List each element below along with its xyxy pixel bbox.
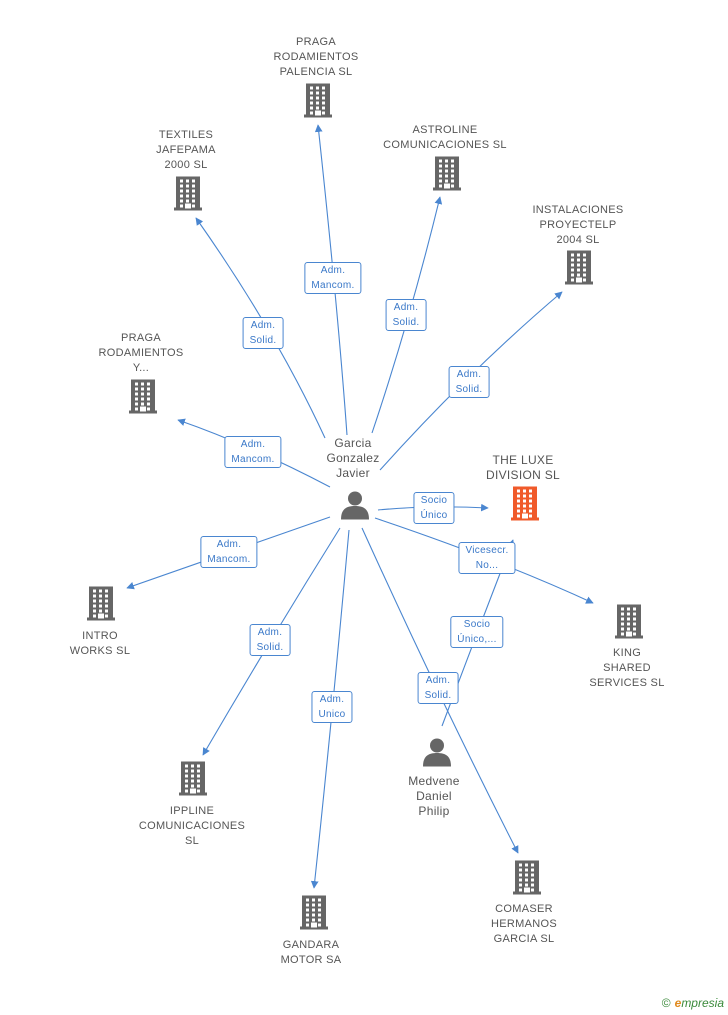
building-icon[interactable] bbox=[179, 761, 207, 801]
node-label-praga_palencia[interactable]: PRAGA RODAMIENTOS PALENCIA SL bbox=[273, 36, 359, 78]
edge-label-center-gandara[interactable]: Adm. Unico bbox=[311, 691, 353, 723]
edge-label-center-instalaciones[interactable]: Adm. Solid. bbox=[448, 366, 490, 398]
building-icon[interactable] bbox=[87, 586, 115, 626]
node-label-gandara[interactable]: GANDARA MOTOR SA bbox=[280, 939, 342, 966]
building-icon[interactable] bbox=[511, 486, 539, 526]
edge-label-center-astroline[interactable]: Adm. Solid. bbox=[385, 299, 427, 331]
node-label-instalaciones[interactable]: INSTALACIONES PROYECTELP 2004 SL bbox=[532, 204, 624, 246]
node-label-textiles[interactable]: TEXTILES JAFEPAMA 2000 SL bbox=[156, 129, 216, 171]
node-label-astroline[interactable]: ASTROLINE COMUNICACIONES SL bbox=[383, 124, 507, 151]
person-icon[interactable] bbox=[340, 490, 370, 525]
building-icon[interactable] bbox=[300, 895, 328, 935]
node-label-king[interactable]: KING SHARED SERVICES SL bbox=[589, 647, 665, 689]
edge-label-center-praga_palencia[interactable]: Adm. Mancom. bbox=[304, 262, 362, 294]
edge-label-center-king[interactable]: Vicesecr. No... bbox=[458, 542, 516, 574]
brand-logo-text: mpresia bbox=[681, 996, 724, 1010]
node-label-ippline[interactable]: IPPLINE COMUNICACIONES SL bbox=[138, 805, 246, 847]
node-label-center[interactable]: Garcia Gonzalez Javier bbox=[326, 436, 380, 480]
edge-center-praga_palencia bbox=[314, 124, 348, 436]
brand-footer: ©empresia bbox=[662, 996, 724, 1010]
building-icon[interactable] bbox=[565, 250, 593, 290]
copyright-symbol: © bbox=[661, 996, 671, 1010]
edge-label-medvene-luxe[interactable]: Socio Único,... bbox=[450, 616, 504, 648]
edge-label-center-praga_y[interactable]: Adm. Mancom. bbox=[224, 436, 282, 468]
node-label-luxe[interactable]: THE LUXE DIVISION SL bbox=[486, 453, 560, 482]
building-icon[interactable] bbox=[513, 860, 541, 900]
edge-label-center-comaser[interactable]: Adm. Solid. bbox=[417, 672, 459, 704]
edge-label-center-luxe[interactable]: Socio Único bbox=[413, 492, 455, 524]
node-label-comaser[interactable]: COMASER HERMANOS GARCIA SL bbox=[491, 903, 557, 945]
building-icon[interactable] bbox=[615, 604, 643, 644]
brand-logo-initial: e bbox=[674, 996, 682, 1010]
edge-label-center-textiles[interactable]: Adm. Solid. bbox=[242, 317, 284, 349]
person-icon[interactable] bbox=[422, 737, 452, 772]
node-label-medvene[interactable]: Medvene Daniel Philip bbox=[408, 774, 460, 818]
node-label-praga_y[interactable]: PRAGA RODAMIENTOS Y... bbox=[98, 332, 184, 374]
node-label-intro[interactable]: INTRO WORKS SL bbox=[69, 630, 131, 657]
edge-label-center-intro[interactable]: Adm. Mancom. bbox=[200, 536, 258, 568]
building-icon[interactable] bbox=[129, 379, 157, 419]
building-icon[interactable] bbox=[174, 176, 202, 216]
building-icon[interactable] bbox=[433, 156, 461, 196]
building-icon[interactable] bbox=[304, 83, 332, 123]
edge-label-center-ippline[interactable]: Adm. Solid. bbox=[249, 624, 291, 656]
